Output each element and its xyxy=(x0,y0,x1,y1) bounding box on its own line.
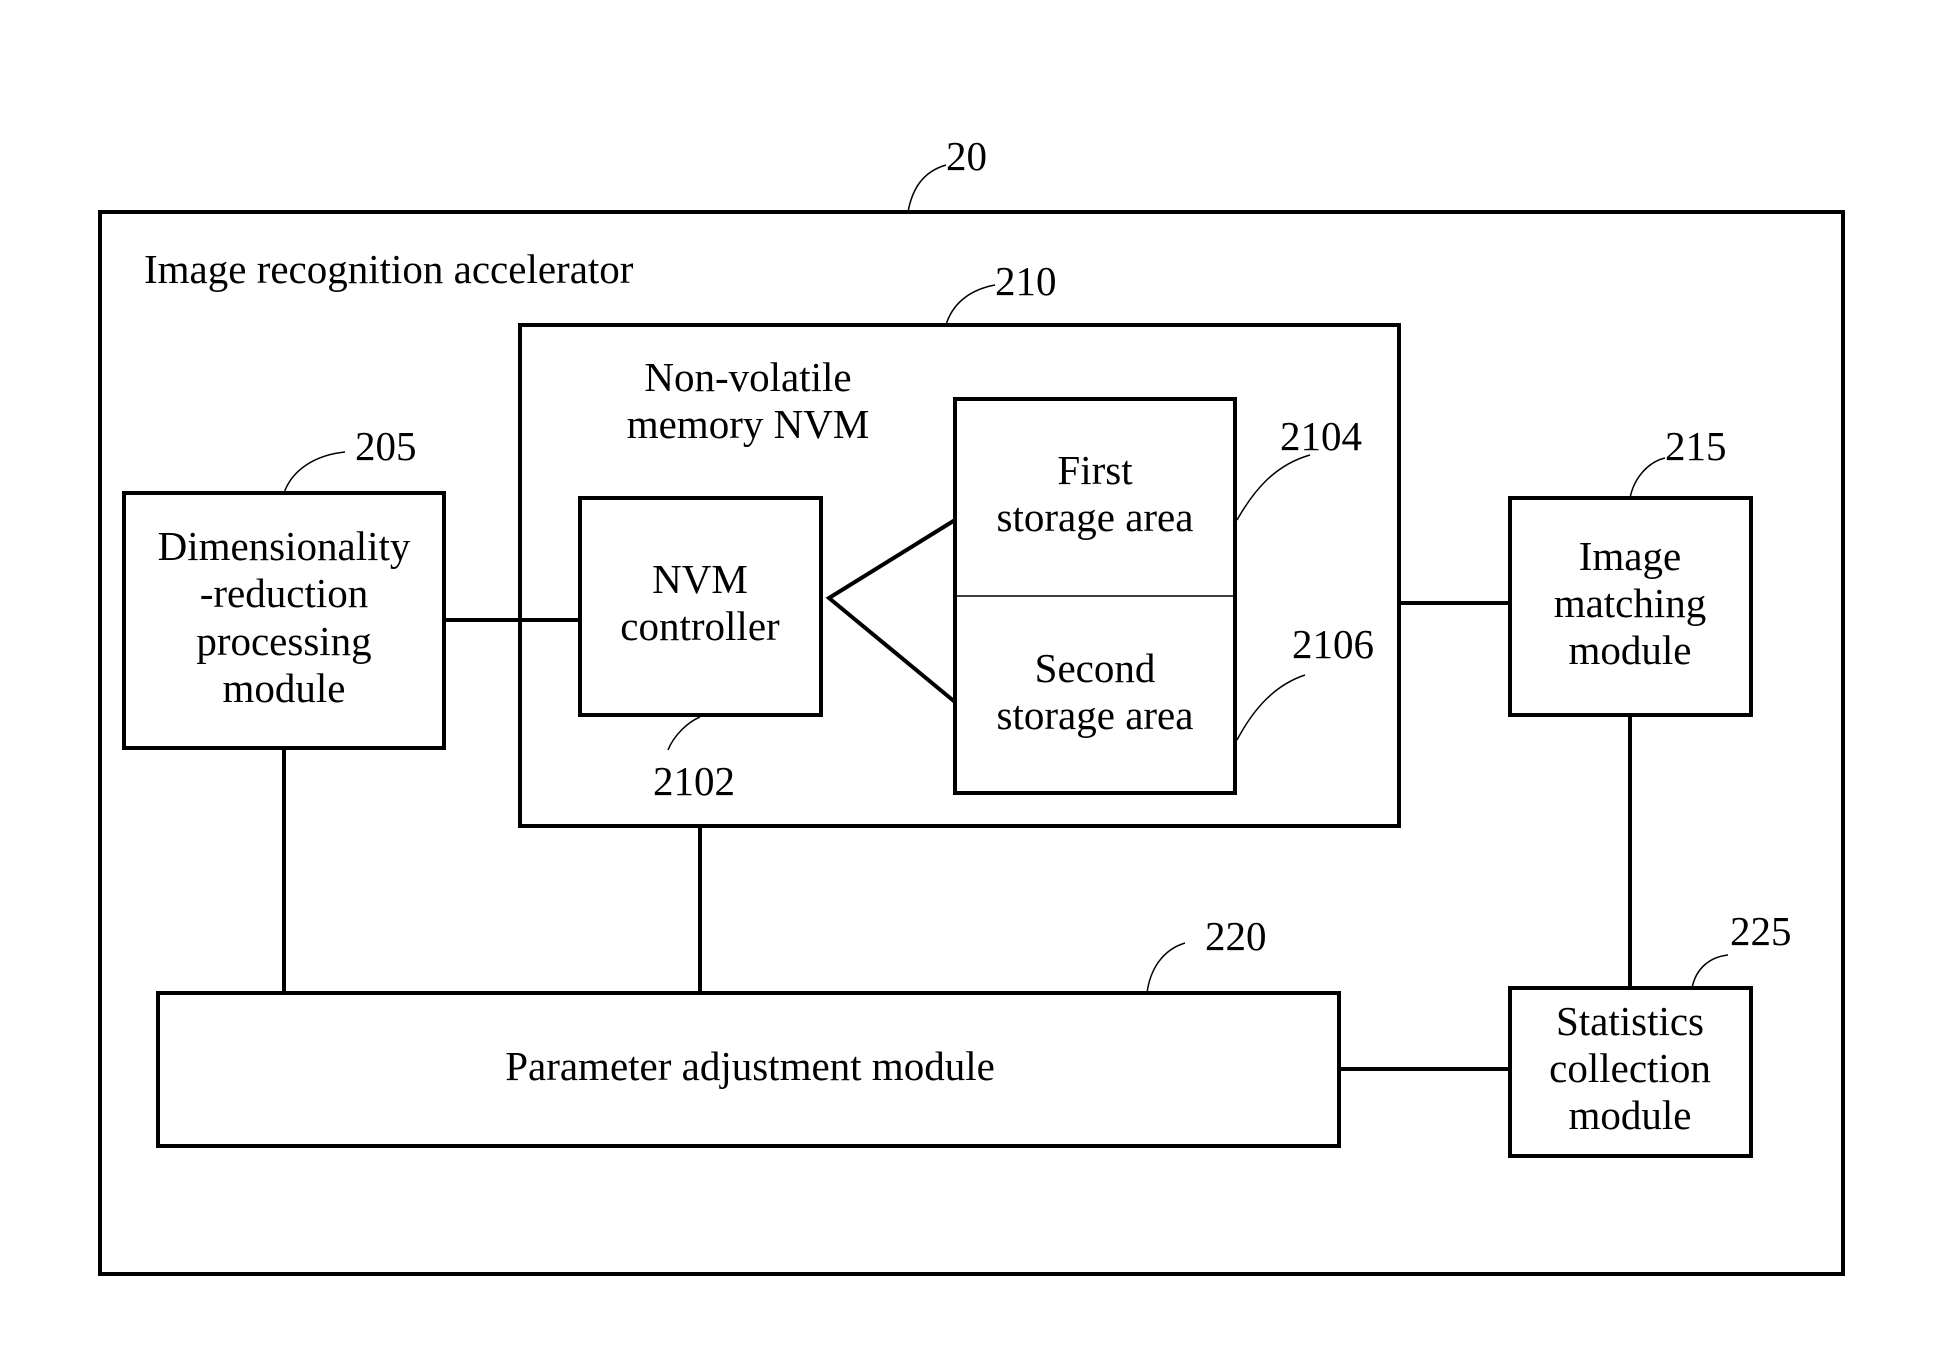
first-area-ref: 2104 xyxy=(1280,413,1362,459)
second-area-ref: 2106 xyxy=(1292,621,1374,667)
statistics-line2: collection xyxy=(1549,1045,1711,1091)
image-matching-ref: 215 xyxy=(1665,423,1727,469)
second-area-ref-leader xyxy=(1237,675,1305,740)
nvm-controller-ref: 2102 xyxy=(653,758,735,804)
second-area-line1: Second xyxy=(1035,645,1156,691)
image-matching-line3: module xyxy=(1569,627,1692,673)
accelerator-ref: 20 xyxy=(946,133,987,179)
nvm-controller-line2: controller xyxy=(620,603,780,649)
dim-reduction-line1: Dimensionality xyxy=(158,523,411,569)
param-adjust-label: Parameter adjustment module xyxy=(505,1043,995,1089)
nvm-controller-ref-leader xyxy=(668,717,700,750)
param-adjust-ref: 220 xyxy=(1205,913,1267,959)
controller-storage-connector xyxy=(829,520,955,702)
nvm-controller-line1: NVM xyxy=(652,556,748,602)
dim-reduction-line4: module xyxy=(223,665,346,711)
first-area-line2: storage area xyxy=(997,494,1194,540)
image-matching-line2: matching xyxy=(1554,580,1707,626)
dim-reduction-line3: processing xyxy=(196,618,371,664)
statistics-ref-leader xyxy=(1692,955,1728,988)
param-adjust-ref-leader xyxy=(1147,943,1185,993)
statistics-ref: 225 xyxy=(1730,908,1792,954)
accelerator-ref-leader xyxy=(908,165,946,212)
image-matching-line1: Image xyxy=(1579,533,1681,579)
accelerator-title: Image recognition accelerator xyxy=(144,246,634,292)
statistics-line1: Statistics xyxy=(1556,998,1704,1044)
image-matching-ref-leader xyxy=(1630,458,1665,498)
nvm-ref: 210 xyxy=(995,258,1057,304)
nvm-title-line2: memory NVM xyxy=(627,401,870,447)
first-area-line1: First xyxy=(1057,447,1133,493)
dim-reduction-ref-leader xyxy=(284,452,345,493)
statistics-line3: module xyxy=(1569,1092,1692,1138)
second-area-line2: storage area xyxy=(997,692,1194,738)
nvm-title-line1: Non-volatile xyxy=(644,354,851,400)
first-area-ref-leader xyxy=(1237,455,1310,520)
dim-reduction-ref: 205 xyxy=(355,423,417,469)
dim-reduction-line2: -reduction xyxy=(200,570,368,616)
nvm-ref-leader xyxy=(946,285,995,325)
